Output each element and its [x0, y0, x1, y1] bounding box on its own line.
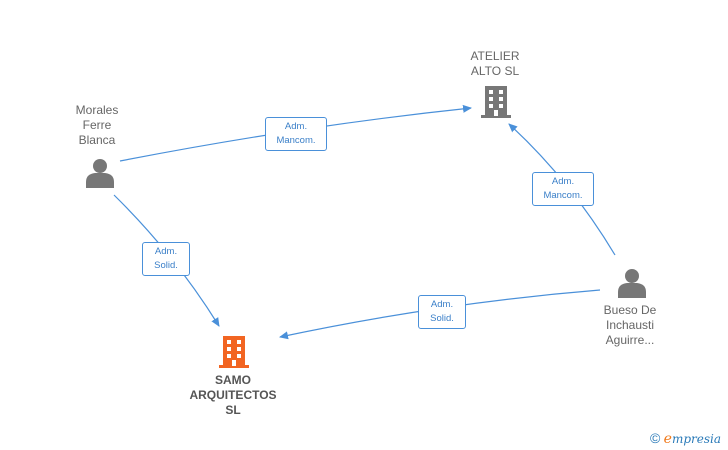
copyright-symbol: ©: [650, 430, 661, 446]
empresia-logo: © empresia: [650, 430, 721, 447]
person-icon[interactable]: [86, 159, 114, 188]
node-label-atelier[interactable]: ATELIER ALTO SL: [470, 49, 520, 78]
node-label-bueso[interactable]: Bueso De Inchausti Aguirre...: [603, 303, 657, 347]
edge-label-morales-atelier: Adm. Mancom.: [265, 117, 327, 151]
edge-label-morales-samo: Adm. Solid.: [142, 242, 190, 276]
building-icon[interactable]: [481, 86, 511, 118]
node-label-samo[interactable]: SAMO ARQUITECTOS SL: [189, 373, 277, 417]
focus-building-icon[interactable]: [219, 336, 249, 368]
brand-initial: e: [663, 431, 672, 447]
node-label-morales[interactable]: Morales Ferre Blanca: [75, 103, 119, 147]
brand-name: mpresia: [671, 432, 722, 446]
person-icon[interactable]: [618, 269, 646, 298]
edge-label-bueso-atelier: Adm. Mancom.: [532, 172, 594, 206]
edge-label-bueso-samo: Adm. Solid.: [418, 295, 466, 329]
